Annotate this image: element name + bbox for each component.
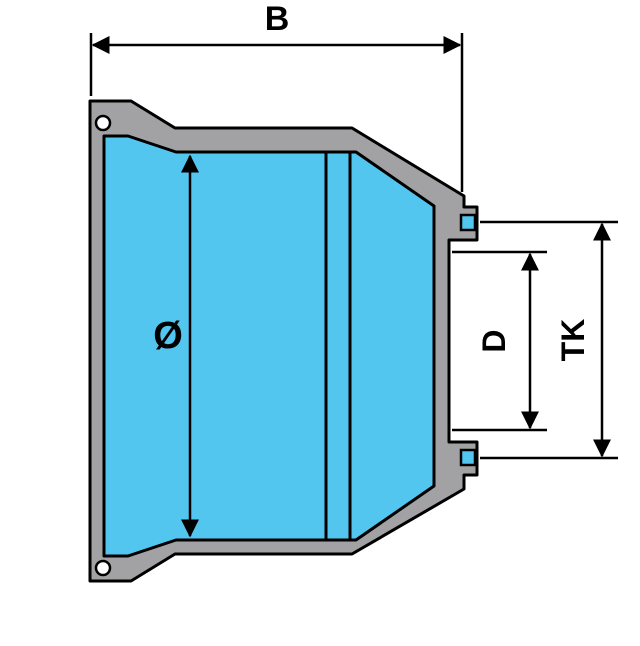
bolt-hole-bottom	[459, 448, 477, 467]
bolt-hole-top	[459, 213, 477, 232]
flange-notch-top	[94, 114, 112, 132]
label-center-bore: D	[476, 329, 512, 352]
flange-notch-bottom	[94, 559, 112, 577]
label-overall-width: B	[265, 0, 290, 38]
label-bolt-circle: TK	[555, 319, 591, 362]
label-inner-diameter: Ø	[153, 315, 183, 357]
